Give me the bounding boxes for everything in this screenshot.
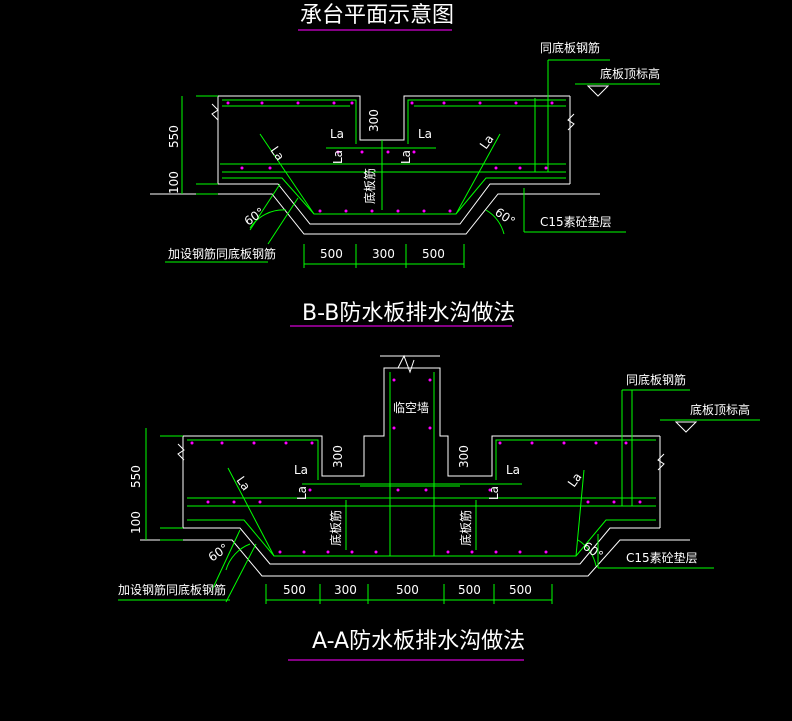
aa-label-top-elev: 底板顶标高 <box>690 402 750 417</box>
bb-title: B-B防水板排水沟做法 <box>302 301 515 326</box>
bb-height-100: 100 <box>167 171 181 194</box>
section-aa: 临空墙 550 100 300 300 La La La La La La 底板… <box>118 354 760 661</box>
bb-angle-arc-right <box>485 209 505 235</box>
bb-rebar-dots <box>226 101 554 213</box>
bb-la-2: La <box>418 127 432 141</box>
aa-elevation-marker <box>674 421 698 433</box>
bb-dim-1: 500 <box>320 247 343 261</box>
aa-wall-label-box <box>391 396 433 418</box>
aa-wall-label: 临空墙 <box>393 401 429 415</box>
aa-la-4: La <box>487 486 501 500</box>
bb-bottom-rebar-label: 底板筋 <box>362 168 377 204</box>
bb-height-550: 550 <box>167 125 181 148</box>
aa-rebar <box>118 372 760 604</box>
aa-height-550: 550 <box>129 465 143 488</box>
aa-label-cushion: C15素砼垫层 <box>626 550 698 565</box>
aa-angle-arc-right <box>577 539 597 567</box>
aa-height-300-left: 300 <box>331 445 345 468</box>
aa-height-100: 100 <box>129 511 143 534</box>
bb-la-1: La <box>330 127 344 141</box>
aa-label-extra-rebar: 加设钢筋同底板钢筋 <box>118 582 226 597</box>
bb-elevation-marker <box>586 85 610 97</box>
bb-height-300: 300 <box>367 109 381 132</box>
aa-bottom-rebar-label-1: 底板筋 <box>328 510 343 546</box>
aa-concrete-outline <box>140 354 690 577</box>
aa-la-1: La <box>294 463 308 477</box>
bb-la-6: La <box>477 132 497 152</box>
bb-label-same-rebar: 同底板钢筋 <box>540 40 600 55</box>
bb-rebar <box>165 59 660 268</box>
bb-angle-left: 60° <box>242 205 267 229</box>
aa-angle-arc-left <box>225 543 251 571</box>
aa-dim-5: 500 <box>509 583 532 597</box>
aa-la-2: La <box>506 463 520 477</box>
bb-label-cushion: C15素砼垫层 <box>540 214 612 229</box>
aa-label-same-rebar: 同底板钢筋 <box>626 372 686 387</box>
bb-dim-3: 500 <box>422 247 445 261</box>
bb-angle-right: 60° <box>492 205 517 229</box>
section-bb: 550 100 300 La La La La La La 底板筋 60° 60… <box>150 40 660 327</box>
aa-la-6: La <box>565 470 585 490</box>
aa-bottom-rebar-label-2: 底板筋 <box>458 510 473 546</box>
bb-la-5: La <box>268 144 288 164</box>
bb-label-extra-rebar: 加设钢筋同底板钢筋 <box>168 246 276 261</box>
aa-la-3: La <box>295 486 309 500</box>
plan-title: 承台平面示意图 <box>300 3 454 28</box>
bb-angle-arc-left <box>249 209 287 229</box>
aa-dim-2: 300 <box>334 583 357 597</box>
bb-dim-2: 300 <box>372 247 395 261</box>
bb-label-top-elev: 底板顶标高 <box>600 66 660 81</box>
bb-la-3: La <box>331 150 345 164</box>
aa-dim-4: 500 <box>458 583 481 597</box>
aa-dim-1: 500 <box>283 583 306 597</box>
aa-title: A-A防水板排水沟做法 <box>312 629 525 654</box>
aa-angle-left: 60° <box>206 541 231 565</box>
aa-la-5: La <box>234 474 254 494</box>
aa-dim-3: 500 <box>396 583 419 597</box>
bb-la-4: La <box>399 150 413 164</box>
aa-height-300-right: 300 <box>457 445 471 468</box>
aa-rebar-dots <box>190 378 642 554</box>
